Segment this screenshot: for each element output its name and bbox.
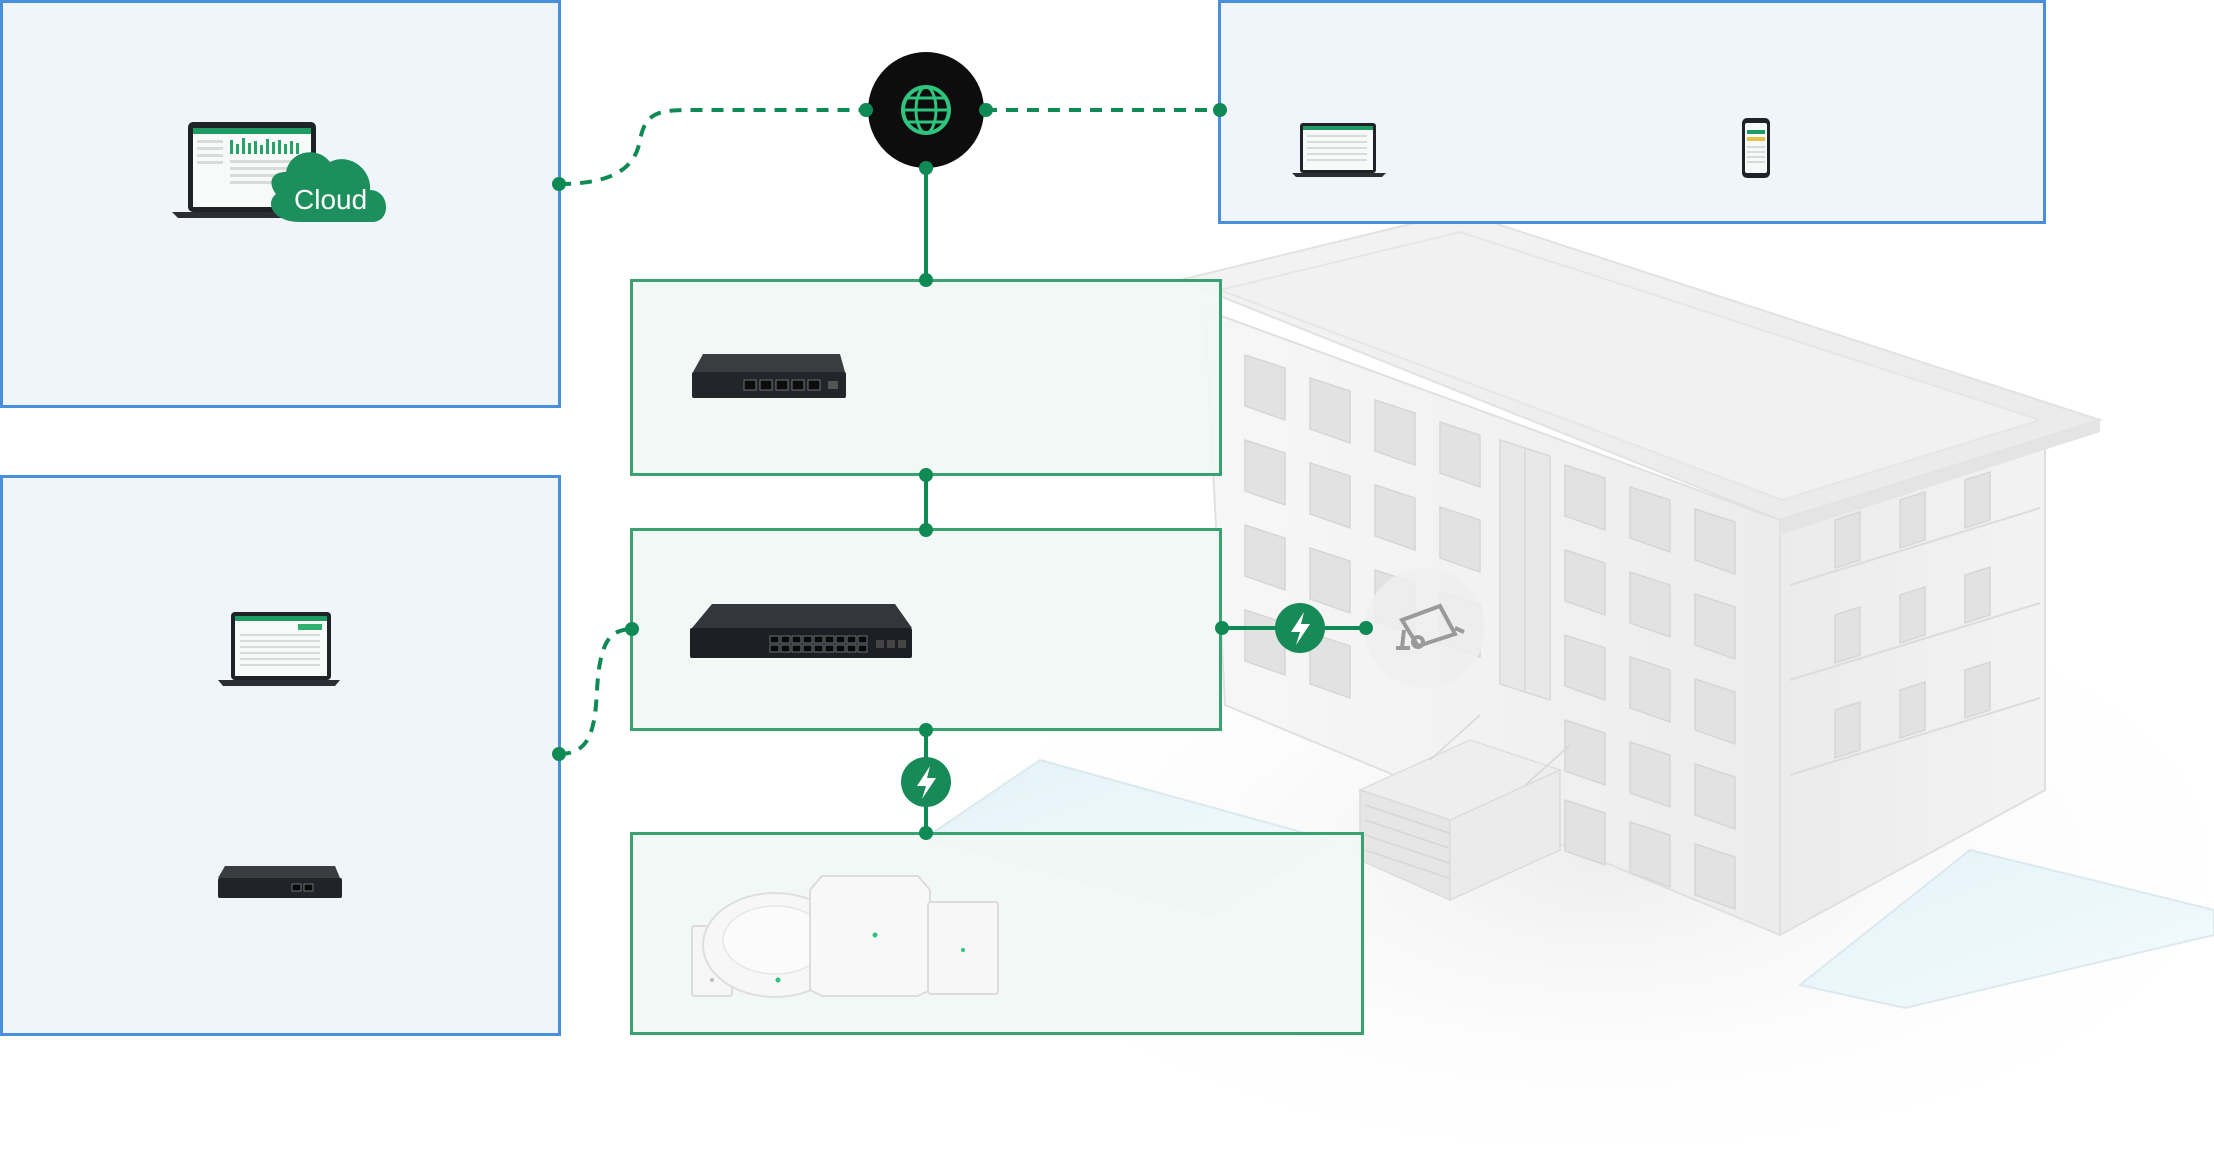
security-camera-icon <box>1396 603 1465 650</box>
cloud-label: Cloud <box>294 184 368 215</box>
router-device <box>692 354 846 398</box>
lightning-bolt-icon <box>1291 612 1310 645</box>
switch-device <box>690 604 912 658</box>
connection-dots <box>552 103 1373 840</box>
access-point-devices <box>691 875 999 998</box>
lightning-bolt-icon <box>917 766 936 799</box>
cloud-to-internet-link <box>558 108 866 186</box>
controller-to-switch-link <box>558 627 633 756</box>
internet-hub[interactable] <box>868 52 984 168</box>
poe-badge-camera <box>1275 603 1325 653</box>
controller-laptop-icon <box>218 612 340 686</box>
smartphone-icon <box>1742 118 1770 178</box>
building-illustration <box>1176 210 2104 937</box>
remote-laptop-icon <box>1292 123 1386 177</box>
cloud-icon <box>270 152 387 222</box>
camera-node <box>1365 568 1485 688</box>
hardware-controller-device <box>218 866 342 898</box>
remote-access-panel <box>1218 0 2046 224</box>
poe-badge-ap <box>901 757 951 807</box>
local-controller-panel <box>0 475 561 1036</box>
